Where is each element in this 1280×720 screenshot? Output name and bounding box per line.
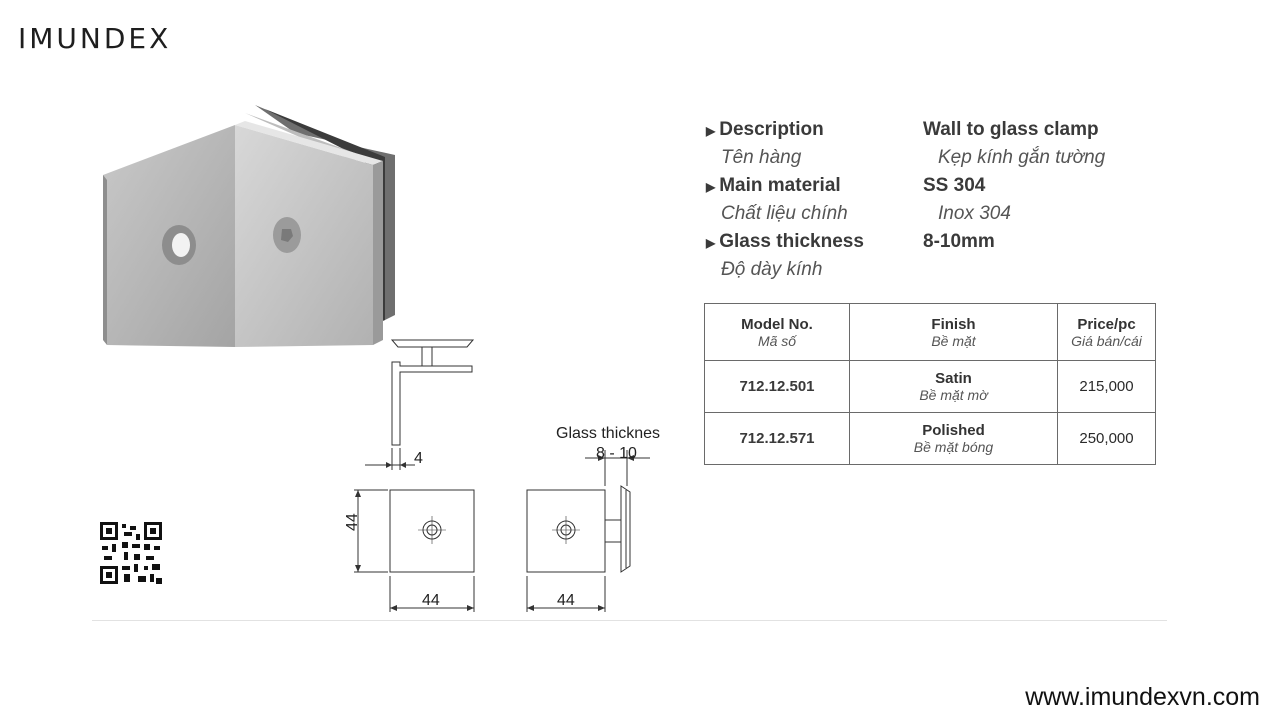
cell-model: 712.12.571 (704, 412, 850, 465)
cell-price: 215,000 (1057, 360, 1156, 413)
technical-drawing: 4 44 44 44 Glass thicknes 8 - 10 (344, 339, 660, 612)
spec-row-thickness-vi: Độ dày kính (706, 256, 1105, 284)
spec-value: 8-10mm (923, 231, 995, 252)
dim-side-width: 44 (557, 592, 575, 609)
glass-label: Glass thicknes (556, 425, 660, 442)
spec-label-vi: Độ dày kính (721, 259, 823, 280)
spec-value: Wall to glass clamp (923, 119, 1099, 140)
product-photo (103, 105, 395, 347)
dim-front-height: 44 (344, 513, 361, 531)
cell-model: 712.12.501 (704, 360, 850, 413)
qr-code (100, 522, 162, 584)
spec-row-material: ▶Main material SS 304 (706, 172, 1105, 200)
header-model: Model No.Mã số (704, 303, 850, 361)
spec-row-material-vi: Chất liệu chính Inox 304 (706, 200, 1105, 228)
spec-row-description-vi: Tên hàng Kẹp kính gắn tường (706, 144, 1105, 172)
spec-value-vi: Inox 304 (938, 203, 1011, 224)
cell-price: 250,000 (1057, 412, 1156, 465)
spec-label: Glass thickness (719, 231, 864, 252)
bullet-triangle-icon: ▶ (706, 124, 716, 138)
bullet-triangle-icon: ▶ (706, 180, 716, 194)
footer-divider (92, 620, 1167, 621)
glass-range: 8 - 10 (596, 445, 637, 462)
dim-front-width: 44 (422, 592, 440, 609)
spec-value: SS 304 (923, 175, 986, 196)
brand-logo: IMUNDEX (18, 22, 172, 55)
spec-list: ▶Description Wall to glass clamp Tên hàn… (706, 116, 1105, 284)
website-link[interactable]: www.imundexvn.com (1025, 683, 1260, 711)
dim-side-thickness: 4 (414, 450, 423, 467)
spec-label-vi: Chất liệu chính (721, 203, 848, 224)
spec-label-vi: Tên hàng (721, 147, 802, 168)
spec-label: Main material (719, 175, 841, 196)
spec-row-description: ▶Description Wall to glass clamp (706, 116, 1105, 144)
bullet-triangle-icon: ▶ (706, 236, 716, 250)
spec-value-vi: Kẹp kính gắn tường (938, 147, 1106, 168)
spec-label: Description (719, 119, 824, 140)
spec-row-thickness: ▶Glass thickness 8-10mm (706, 228, 1105, 256)
